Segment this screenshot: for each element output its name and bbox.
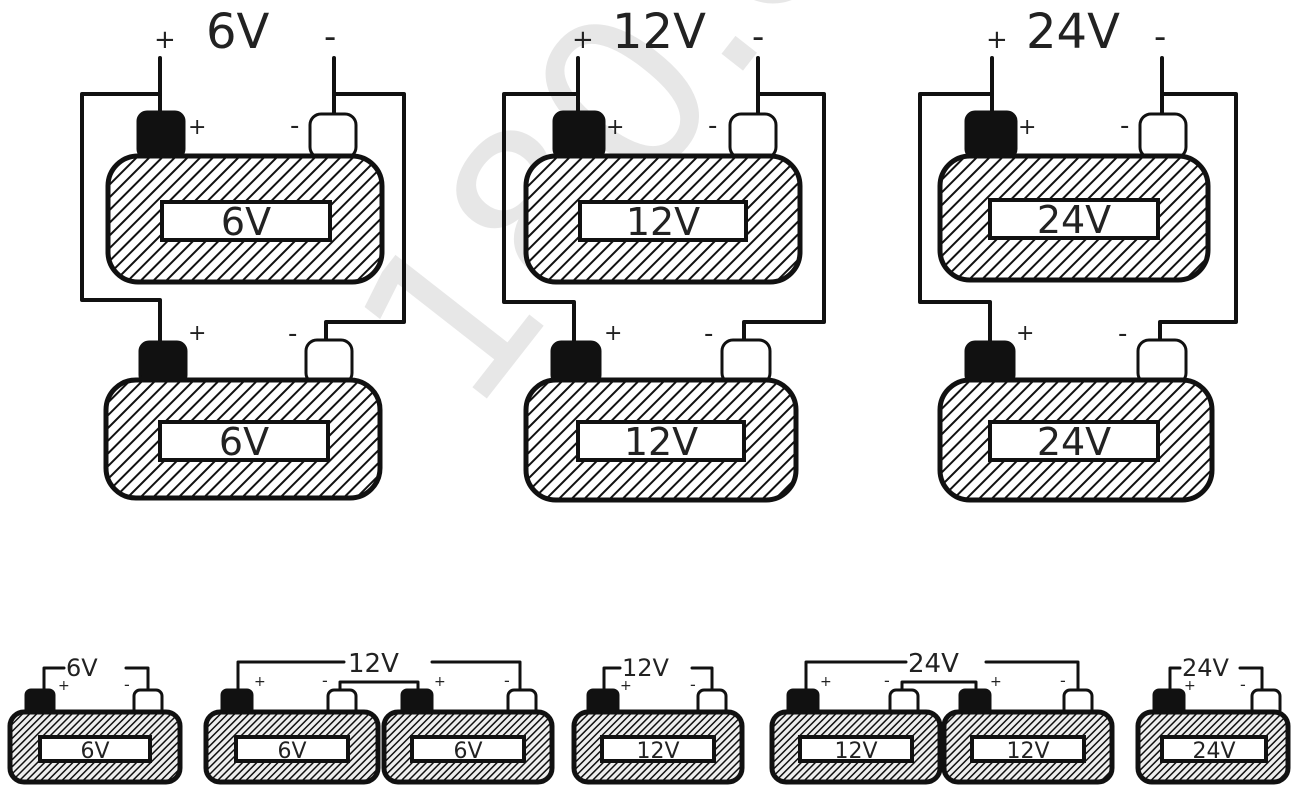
single-12v-minus-mark: - bbox=[690, 675, 696, 694]
series-24v-minus-mark-a: - bbox=[884, 671, 890, 690]
series-12v-outer-wire bbox=[236, 660, 522, 696]
group-12v-negative-sign: - bbox=[752, 17, 764, 57]
battery-6v-bottom-label-box bbox=[158, 420, 330, 462]
single-24v-label-box bbox=[1160, 735, 1268, 763]
group-6v-bottom-plus-mark: + bbox=[188, 321, 206, 346]
group-12v-top-minus-mark: - bbox=[708, 111, 717, 141]
group-24v-title: 24V bbox=[1026, 4, 1120, 60]
single-6v-minus-mark: - bbox=[124, 675, 130, 694]
group-24v-negative-sign: - bbox=[1154, 17, 1166, 57]
single-6v-label: 6V bbox=[80, 739, 109, 764]
series-12v-link-wire bbox=[338, 680, 420, 696]
battery-12v-top-label-box bbox=[578, 200, 748, 242]
group-6v-negative-sign: - bbox=[324, 17, 336, 57]
group-24v-positive-link bbox=[918, 92, 994, 350]
single-12v-label: 12V bbox=[636, 739, 679, 764]
single-24v-minus-mark: - bbox=[1240, 675, 1246, 694]
series-12v-plus-mark-b: + bbox=[434, 674, 446, 690]
series-24v-a-label: 12V bbox=[834, 739, 877, 764]
series-12v-minus-mark-a: - bbox=[322, 671, 328, 690]
series-24v-b-label: 12V bbox=[1006, 739, 1049, 764]
series-12v-plus-mark-a: + bbox=[254, 674, 266, 690]
battery-24v-top-positive-terminal bbox=[964, 110, 1018, 160]
single-12v-label-box bbox=[600, 735, 716, 763]
single-24v-label: 24V bbox=[1192, 739, 1235, 764]
series-24v-outer-wire bbox=[804, 660, 1080, 696]
battery-6v-top-label: 6V bbox=[221, 200, 271, 244]
small-config-single-6v: 6V + - 6V bbox=[7, 654, 183, 785]
group-24v-bottom-plus-mark: + bbox=[1016, 321, 1034, 346]
group-12v-positive-sign: + bbox=[572, 25, 594, 55]
group-24v-top-plus-mark: + bbox=[1018, 115, 1036, 140]
battery-24v-top-label: 24V bbox=[1037, 198, 1111, 242]
series-12v-a-label-box bbox=[234, 735, 350, 763]
series-24v-b-label-box bbox=[970, 735, 1086, 763]
small-config-series-24v: 24V + - + - 12V 12V bbox=[769, 649, 1115, 785]
single-6v-label-box bbox=[38, 735, 152, 763]
series-24v-title: 24V bbox=[908, 649, 959, 679]
battery-12v-top-negative-terminal bbox=[728, 112, 778, 160]
battery-12v-bottom-negative-terminal bbox=[720, 338, 772, 386]
single-24v-title: 24V bbox=[1182, 654, 1230, 682]
series-12v-minus-mark-b: - bbox=[504, 671, 510, 690]
group-6v-top-plus-mark: + bbox=[188, 115, 206, 140]
small-config-single-12v: 12V + - 12V bbox=[571, 654, 745, 785]
group-12v-positive-link bbox=[502, 92, 580, 350]
single-6v-plus-mark: + bbox=[58, 678, 70, 694]
parallel-group-12v: + 12V - + - 12V + - 12V bbox=[502, 4, 826, 503]
single-24v-plus-mark: + bbox=[1184, 678, 1196, 694]
battery-6v-bottom-label: 6V bbox=[219, 420, 269, 464]
series-12v-b-label: 6V bbox=[453, 739, 482, 764]
battery-24v-bottom-negative-terminal bbox=[1136, 338, 1188, 386]
battery-12v-top-positive-terminal bbox=[552, 110, 606, 160]
series-24v-minus-mark-b: - bbox=[1060, 671, 1066, 690]
battery-6v-top-label-box bbox=[160, 200, 332, 242]
group-12v-bottom-plus-mark: + bbox=[604, 321, 622, 346]
battery-6v-bottom-negative-terminal bbox=[304, 338, 354, 386]
single-6v-title: 6V bbox=[66, 654, 98, 682]
series-24v-plus-mark-b: + bbox=[990, 674, 1002, 690]
group-24v-bottom-minus-mark: - bbox=[1118, 319, 1127, 349]
battery-24v-top-negative-terminal bbox=[1138, 112, 1188, 160]
group-24v-top-minus-mark: - bbox=[1120, 111, 1129, 141]
series-24v-a-label-box bbox=[798, 735, 914, 763]
group-6v-title: 6V bbox=[206, 4, 270, 60]
group-6v-top-minus-mark: - bbox=[290, 111, 299, 141]
battery-6v-top-negative-terminal bbox=[308, 112, 358, 160]
single-12v-plus-mark: + bbox=[620, 678, 632, 694]
group-12v-title: 12V bbox=[612, 4, 706, 60]
group-6v-positive-link bbox=[80, 92, 162, 350]
battery-24v-top-label-box bbox=[988, 198, 1160, 240]
battery-12v-bottom-label-box bbox=[576, 420, 746, 462]
battery-12v-bottom-label: 12V bbox=[624, 420, 698, 464]
series-12v-a-label: 6V bbox=[277, 739, 306, 764]
battery-12v-top-label: 12V bbox=[626, 200, 700, 244]
battery-24v-bottom-label: 24V bbox=[1037, 420, 1111, 464]
parallel-group-24v: + 24V - + - 24V + - 24V bbox=[918, 4, 1238, 503]
single-12v-title: 12V bbox=[622, 654, 670, 682]
series-12v-b-label-box bbox=[410, 735, 526, 763]
group-24v-negative-link bbox=[1158, 92, 1238, 344]
battery-6v-top-positive-terminal bbox=[136, 110, 186, 160]
small-config-series-12v: 12V + - + - 6V 6V bbox=[203, 649, 555, 785]
group-12v-bottom-minus-mark: - bbox=[704, 319, 713, 349]
series-12v-title: 12V bbox=[348, 649, 399, 679]
series-24v-plus-mark-a: + bbox=[820, 674, 832, 690]
group-12v-top-plus-mark: + bbox=[606, 115, 624, 140]
parallel-group-6v: + 6V - + - 6V + - 6V bbox=[80, 4, 406, 501]
group-6v-bottom-minus-mark: - bbox=[288, 319, 297, 349]
single-12v-wires bbox=[602, 666, 714, 696]
battery-24v-bottom-label-box bbox=[988, 420, 1160, 462]
series-24v-link-wire bbox=[900, 680, 978, 696]
group-6v-negative-link bbox=[324, 92, 406, 344]
group-12v-negative-link bbox=[742, 92, 826, 344]
group-6v-positive-sign: + bbox=[154, 25, 176, 55]
single-24v-wires bbox=[1168, 666, 1264, 696]
group-24v-positive-sign: + bbox=[986, 25, 1008, 55]
small-config-single-24v: 24V + - 24V bbox=[1135, 654, 1291, 785]
single-6v-wires bbox=[42, 666, 150, 696]
